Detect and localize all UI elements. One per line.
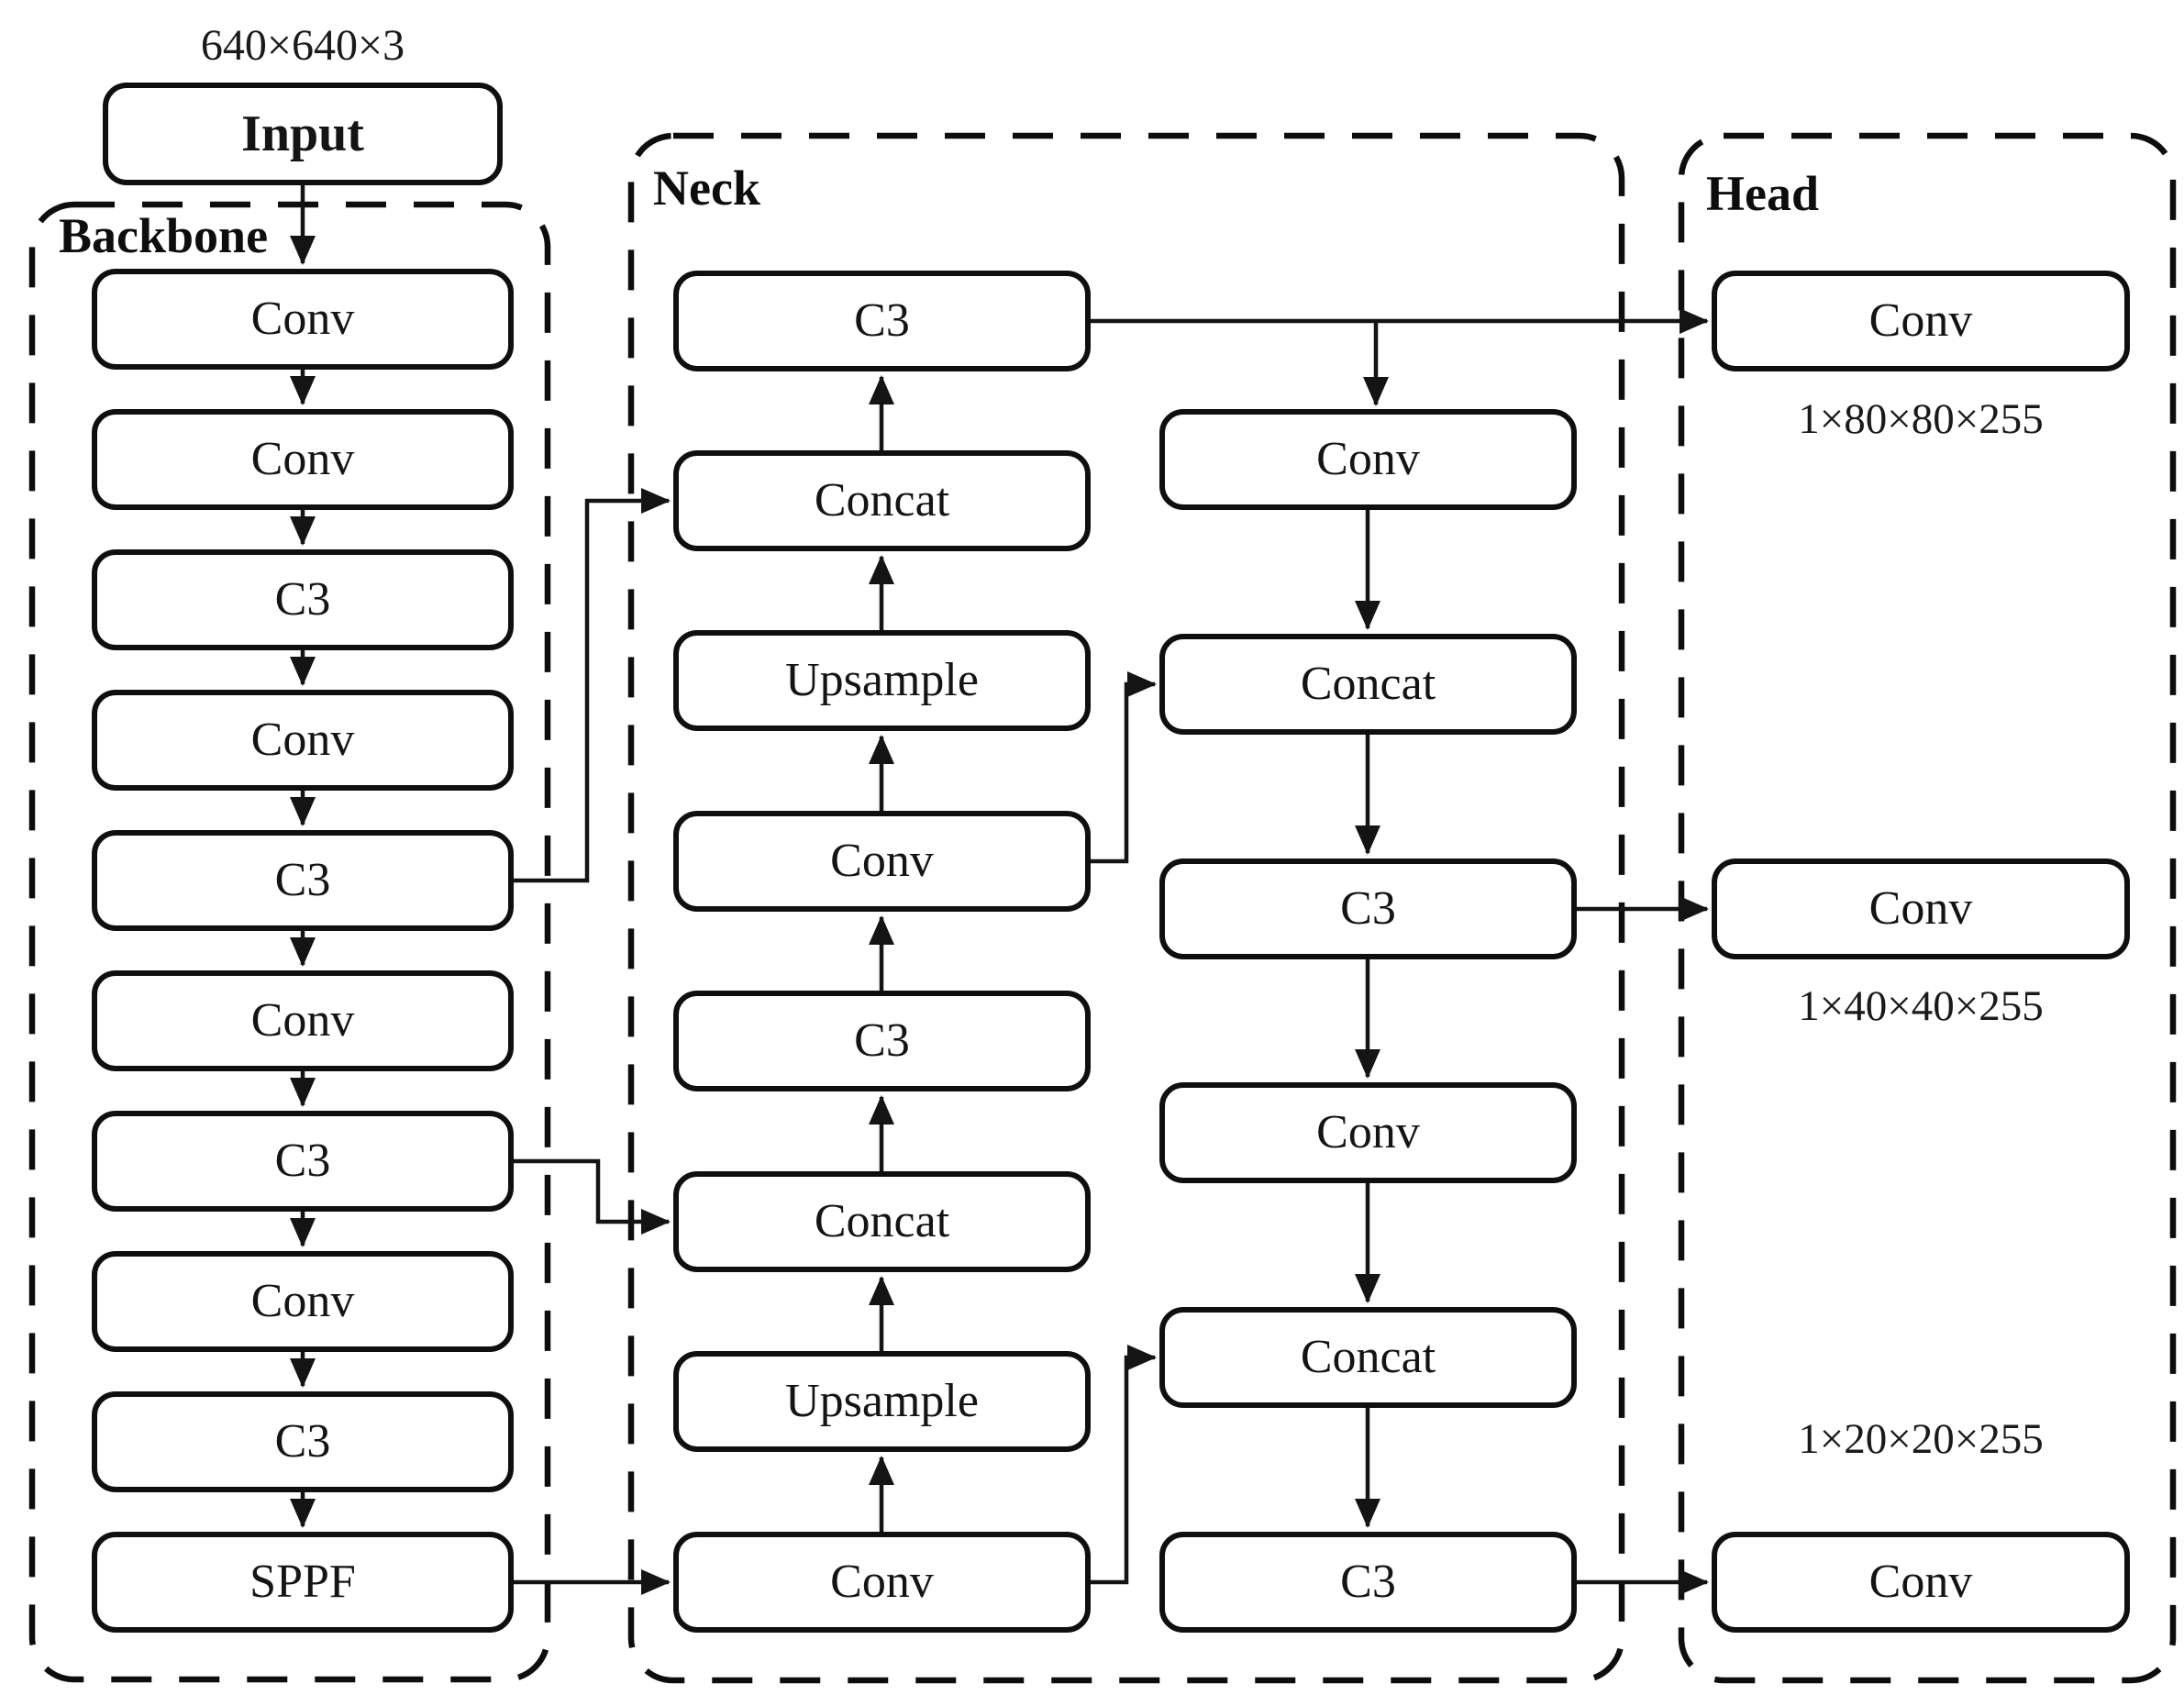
head-output-dim-20: 1×20×20×255 xyxy=(1798,1415,2044,1463)
backbone-box-conv-2: Conv xyxy=(92,409,514,510)
riser-conv-to-right-concat1 xyxy=(1091,671,1157,864)
backbone-box-conv-5: Conv xyxy=(92,1251,514,1352)
head-box-conv-p3: Conv xyxy=(1712,271,2130,371)
skip-backbone-c3p4-to-concat2 xyxy=(514,1158,671,1235)
head-output-dim-40: 1×40×40×255 xyxy=(1798,982,2044,1030)
neck-box-c3-mid: C3 xyxy=(673,991,1091,1091)
neck-right-box-conv-2: Conv xyxy=(1159,1082,1577,1183)
neck-box-concat-1: Concat xyxy=(673,450,1091,551)
neck-box-upsample-1: Upsample xyxy=(673,630,1091,731)
backbone-box-c3-4: C3 xyxy=(92,1391,514,1492)
backbone-box-conv-4: Conv xyxy=(92,970,514,1071)
neck-right-box-c3-1: C3 xyxy=(1159,859,1577,959)
head-box-conv-p5: Conv xyxy=(1712,1532,2130,1633)
backbone-box-conv-3: Conv xyxy=(92,690,514,791)
backbone-box-conv-1: Conv xyxy=(92,269,514,370)
backbone-box-c3-1: C3 xyxy=(92,549,514,650)
neck-box-conv-bottom: Conv xyxy=(673,1532,1091,1633)
backbone-box-c3-3: C3 xyxy=(92,1111,514,1212)
backbone-title: Backbone xyxy=(59,208,269,263)
head-title: Head xyxy=(1706,166,1820,221)
neck-right-box-conv-1: Conv xyxy=(1159,409,1577,510)
riser-conv-to-right-concat2 xyxy=(1091,1345,1157,1585)
backbone-container xyxy=(28,201,551,1683)
neck-right-box-concat-1: Concat xyxy=(1159,634,1577,735)
neck-box-upsample-2: Upsample xyxy=(673,1351,1091,1452)
neck-title: Neck xyxy=(653,161,760,216)
skip-backbone-c3p3-to-concat1 xyxy=(514,488,671,883)
backbone-box-sppf: SPPF xyxy=(92,1532,514,1633)
input-box: Input xyxy=(103,83,503,185)
neck-box-conv-1: Conv xyxy=(673,811,1091,912)
backbone-box-c3-2: C3 xyxy=(92,830,514,931)
neck-box-c3-top: C3 xyxy=(673,271,1091,371)
neck-right-box-c3-2: C3 xyxy=(1159,1532,1577,1633)
neck-right-box-concat-2: Concat xyxy=(1159,1307,1577,1408)
input-dimension-label: 640×640×3 xyxy=(200,21,405,70)
head-output-dim-80: 1×80×80×255 xyxy=(1798,395,2044,443)
head-box-conv-p4: Conv xyxy=(1712,859,2130,959)
neck-box-concat-2: Concat xyxy=(673,1171,1091,1272)
